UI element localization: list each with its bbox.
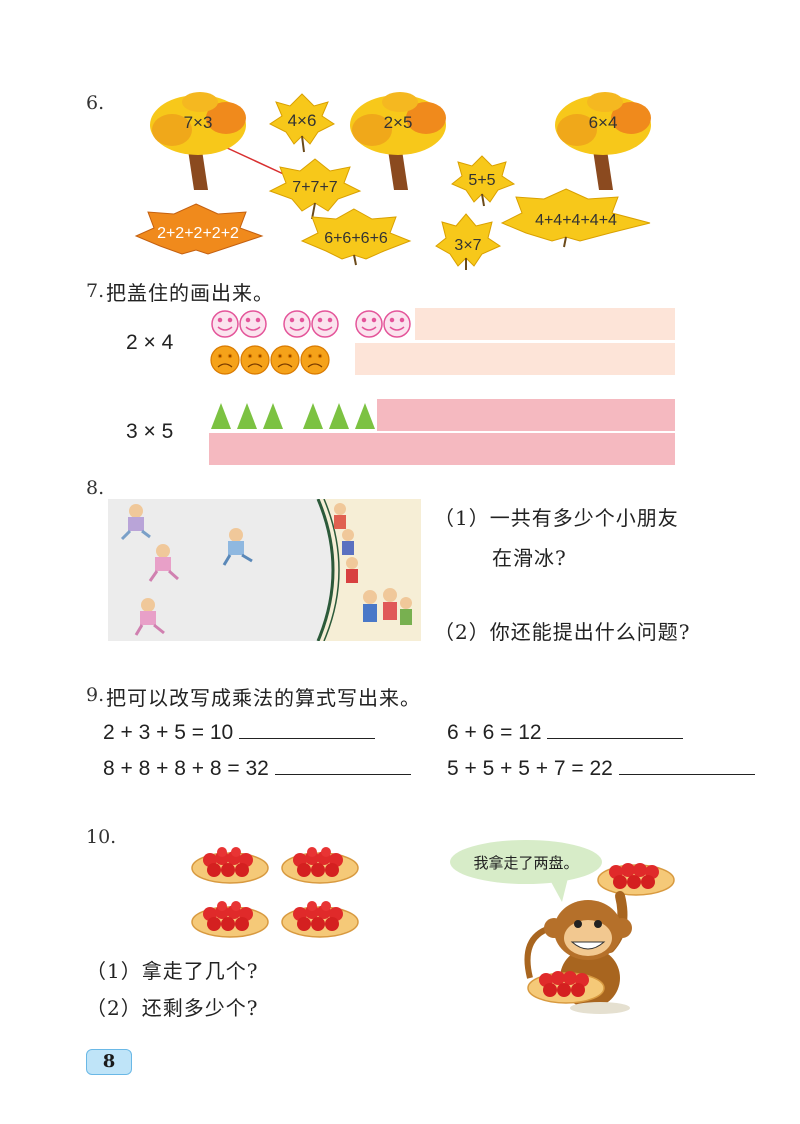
tree-7x3[interactable]: 7×3 [150, 92, 246, 190]
tomato-plate [281, 846, 359, 884]
triangle-icon [355, 403, 375, 429]
q6-matching-figure: 7×3 4×6 2×5 6×4 7+7+7 5+5 2+2+2 [134, 92, 651, 270]
leaf-label: 5+5 [468, 172, 495, 189]
answer-blank[interactable] [274, 756, 411, 775]
leaf-label: 6+6+6+6 [324, 230, 388, 247]
triangle-icon [303, 403, 323, 429]
tree-2x5[interactable]: 2×5 [350, 92, 446, 190]
q7-row2-label: 3 × 5 [126, 420, 174, 443]
q9-expr-1: 2 + 3 + 5 = 10 [103, 720, 376, 745]
q9-expr-2: 6 + 6 = 12 [447, 720, 684, 745]
skater-figure [148, 544, 179, 582]
sad-face-icon [270, 345, 300, 375]
triangle-icon [329, 403, 349, 429]
triangle-icon [211, 403, 231, 429]
tree-6x4[interactable]: 6×4 [555, 92, 651, 190]
leaf-label: 4+4+4+4+4 [535, 212, 617, 229]
triangle-row1-cover [377, 399, 675, 431]
leaf-6plus6x4[interactable]: 6+6+6+6 [300, 208, 412, 266]
leaf-3x7[interactable]: 3×7 [435, 213, 502, 270]
answer-blank[interactable] [239, 720, 376, 739]
q8-item1-line2: 在滑冰? [492, 546, 567, 570]
child-figure [334, 503, 412, 625]
tomato-plate [191, 846, 269, 884]
smile-face-icon [311, 310, 339, 338]
sad-face-icon [210, 345, 240, 375]
leaf-label: 7+7+7 [292, 179, 337, 196]
triangle-icon [263, 403, 283, 429]
smile-face-icon [355, 310, 383, 338]
smile-face-icon [211, 310, 239, 338]
smile-row-cover [415, 308, 675, 340]
triangle-row2-cover [209, 433, 675, 465]
skater-figure [134, 598, 165, 636]
leaf-label: 3×7 [454, 237, 481, 254]
triangles [211, 403, 375, 429]
q10-item2: （2）还剩多少个? [86, 996, 259, 1020]
leaf-4x6[interactable]: 4×6 [269, 93, 335, 153]
match-line [224, 146, 291, 178]
q7-number: 7. [86, 280, 105, 302]
leaf-2plus2x5[interactable]: 2+2+2+2+2 [134, 203, 264, 255]
tree-label: 7×3 [184, 113, 213, 132]
page-number: 8 [86, 1049, 132, 1075]
skater-figure [120, 504, 151, 541]
leaf-4plus4x5[interactable]: 4+4+4+4+4 [500, 188, 651, 248]
q6-number: 6. [86, 92, 105, 114]
q7-figure [209, 308, 675, 465]
q7-prompt: 把盖住的画出来。 [106, 281, 274, 305]
skating-picture [108, 499, 421, 641]
tomato-plate [191, 900, 269, 938]
q8-item2: （2）你还能提出什么问题? [434, 620, 691, 644]
tree-label: 2×5 [384, 113, 413, 132]
q9-number: 9. [86, 684, 105, 706]
q8-number: 8. [86, 477, 105, 499]
tomato-plate [281, 900, 359, 938]
speech-bubble: 我拿走了两盘。 [450, 840, 602, 902]
sad-face-icon [240, 345, 270, 375]
leaf-5plus5[interactable]: 5+5 [451, 155, 516, 207]
leaf-label: 2+2+2+2+2 [157, 225, 239, 242]
q10-item1: （1）拿走了几个? [86, 959, 259, 983]
triangle-icon [237, 403, 257, 429]
sad-faces [210, 345, 330, 375]
smile-face-icon [239, 310, 267, 338]
q9-prompt: 把可以改写成乘法的算式写出来。 [106, 686, 421, 710]
sad-face-icon [300, 345, 330, 375]
q9-expr-4: 5 + 5 + 5 + 7 = 22 [447, 756, 755, 781]
tomato-plate [527, 971, 605, 1004]
answer-blank[interactable] [618, 756, 755, 775]
q8-item1-line1: （1）一共有多少个小朋友 [434, 506, 679, 530]
q7-row1-label: 2 × 4 [126, 331, 174, 354]
leaf-7plus7plus7[interactable]: 7+7+7 [268, 158, 362, 220]
tree-label: 6×4 [589, 113, 618, 132]
smile-faces [211, 310, 411, 338]
sad-row-cover [355, 343, 675, 375]
tomato-plates [191, 846, 359, 938]
smile-face-icon [283, 310, 311, 338]
tomato-plate [597, 863, 675, 896]
svg-text:我拿走了两盘。: 我拿走了两盘。 [473, 854, 578, 872]
smile-face-icon [383, 310, 411, 338]
skater-figure [222, 528, 253, 566]
answer-blank[interactable] [547, 720, 684, 739]
q9-expr-3: 8 + 8 + 8 + 8 = 32 [103, 756, 411, 781]
monkey-scene: 我拿走了两盘。 [450, 840, 675, 1014]
q10-number: 10. [86, 826, 117, 848]
leaf-label: 4×6 [288, 111, 317, 130]
